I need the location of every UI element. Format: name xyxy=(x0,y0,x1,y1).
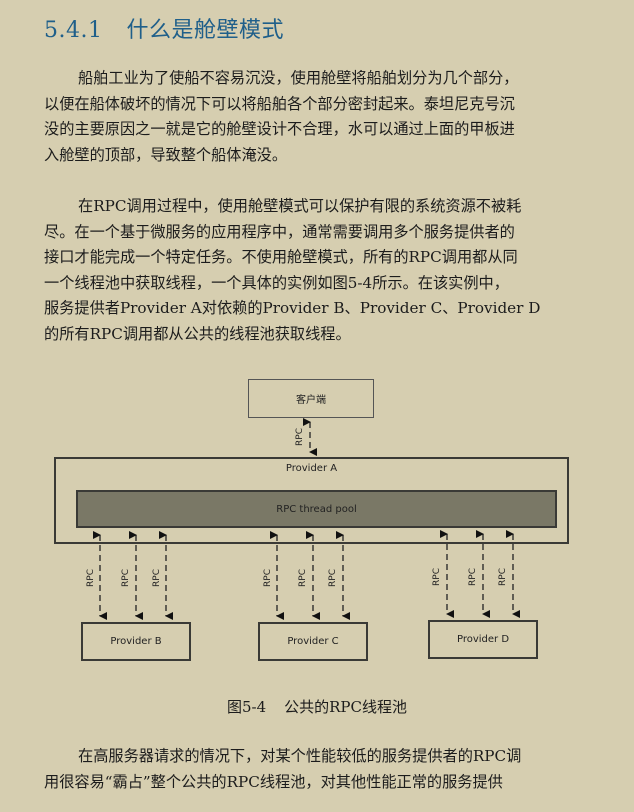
paragraph-line: 尽。在一个基于微服务的应用程序中，通常需要调用多个服务提供者的 xyxy=(44,222,515,241)
paragraph-high-load: 在高服务器请求的情况下，对某个性能较低的服务提供者的RPC调 用很容易“霸占”整… xyxy=(44,744,584,795)
provider-a-label: Provider A xyxy=(285,463,338,474)
rpc-label: RPC xyxy=(121,569,131,587)
provider-a-box: Provider A xyxy=(54,457,569,544)
paragraph-line: 在RPC调用过程中，使用舱壁模式可以保护有限的系统资源不被耗 xyxy=(78,197,522,215)
client-label: 客户端 xyxy=(296,395,326,406)
paragraph-line: 的所有RPC调用都从公共的线程池获取线程。 xyxy=(44,324,351,343)
section-heading: 5.4.1 什么是舱壁模式 xyxy=(44,12,284,44)
paragraph-line: 没的主要原因之一就是它的舱壁设计不合理，水可以通过上面的甲板进 xyxy=(44,120,515,138)
section-number: 5.4.1 xyxy=(44,18,103,43)
paragraph-line: 一个线程池中获取线程，一个具体的实例如图5-4所示。在该实例中， xyxy=(44,273,509,292)
provider-b-label: Provider B xyxy=(110,636,162,647)
paragraph-bulkhead-ships: 船舶工业为了使船不容易沉没，使用舱壁将船舶划分为几个部分， 以便在船体破坏的情况… xyxy=(44,66,584,168)
provider-d-box: Provider D xyxy=(428,620,538,659)
paragraph-line: 在高服务器请求的情况下，对某个性能较低的服务提供者的RPC调 xyxy=(78,747,522,765)
provider-c-label: Provider C xyxy=(287,636,339,647)
figure-shared-thread-pool: 客户端 Provider A RPC thread pool Provider … xyxy=(54,379,569,661)
figure-caption-text: 公共的RPC线程池 xyxy=(284,698,408,716)
rpc-label: RPC xyxy=(298,569,308,587)
provider-b-box: Provider B xyxy=(81,622,191,661)
rpc-thread-pool-box: RPC thread pool xyxy=(76,490,557,528)
rpc-thread-pool-label: RPC thread pool xyxy=(276,503,357,515)
paragraph-line: 以便在船体破坏的情况下可以将船舶各个部分密封起来。泰坦尼克号沉 xyxy=(44,94,515,113)
paragraph-line: 服务提供者Provider A对依赖的Provider B、Provider C… xyxy=(44,299,541,317)
paragraph-line: 船舶工业为了使船不容易沉没，使用舱壁将船舶划分为几个部分， xyxy=(78,69,519,87)
rpc-label: RPC xyxy=(468,568,478,586)
rpc-label: RPC xyxy=(432,568,442,586)
provider-c-box: Provider C xyxy=(258,622,368,661)
rpc-label: RPC xyxy=(295,428,305,446)
client-box: 客户端 xyxy=(248,379,374,418)
rpc-label: RPC xyxy=(86,569,96,587)
section-title: 什么是舱壁模式 xyxy=(126,18,284,43)
rpc-label: RPC xyxy=(263,569,273,587)
paragraph-line: 接口才能完成一个特定任务。不使用舱壁模式，所有的RPC调用都从同 xyxy=(44,248,518,266)
figure-number: 图5-4 xyxy=(226,698,267,716)
paragraph-bulkhead-rpc: 在RPC调用过程中，使用舱壁模式可以保护有限的系统资源不被耗 尽。在一个基于微服… xyxy=(44,194,584,347)
rpc-label: RPC xyxy=(498,568,508,586)
rpc-label: RPC xyxy=(328,569,338,587)
figure-caption: 图5-4 公共的RPC线程池 xyxy=(0,696,634,717)
paragraph-line: 用很容易“霸占”整个公共的RPC线程池，对其他性能正常的服务提供 xyxy=(44,772,503,791)
paragraph-line: 入舱壁的顶部，导致整个船体淹没。 xyxy=(44,145,287,164)
provider-d-label: Provider D xyxy=(456,634,510,645)
rpc-label: RPC xyxy=(152,569,162,587)
